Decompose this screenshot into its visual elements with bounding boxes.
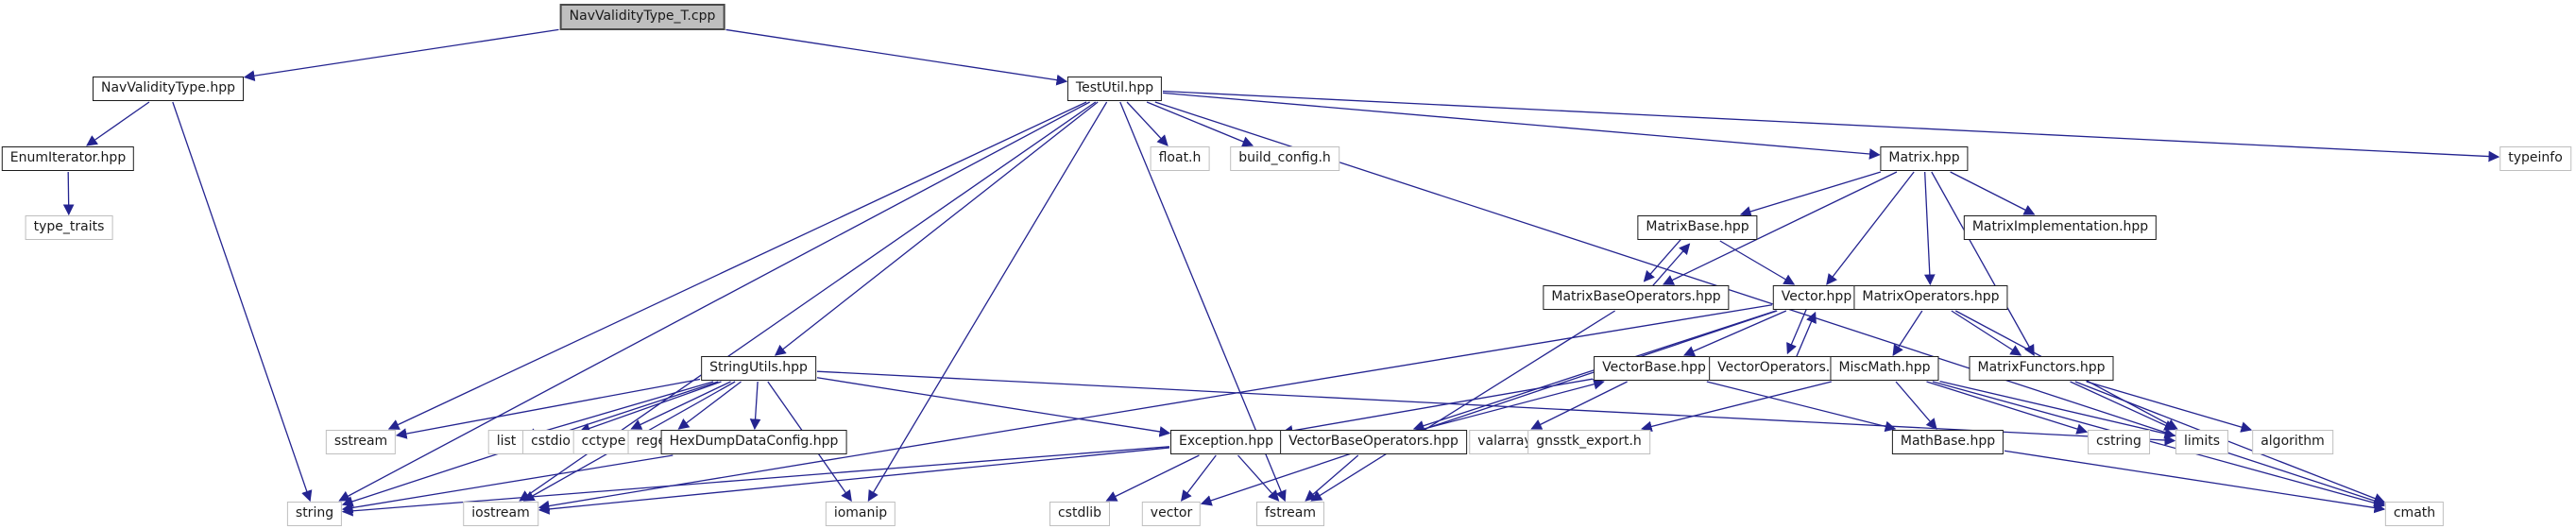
graph-node-stringutils[interactable]: StringUtils.hpp [701, 356, 816, 381]
include-edge-matrixbase-vector_hpp [1719, 240, 1796, 285]
include-edge-stringutils-hexdump [749, 381, 761, 431]
include-edge-testutil-sstream [387, 101, 1087, 430]
include-edge-vectorbaseops-vectorbase [1424, 379, 1605, 430]
include-edge-navvaliditytype-string [172, 101, 313, 503]
graph-node-iostream: iostream [463, 502, 538, 526]
include-edge-matrix-matrixbase [1739, 171, 1882, 217]
graph-node-vectorbaseops[interactable]: VectorBaseOperators.hpp [1280, 430, 1467, 454]
include-edge-matrixfunctors-limits [2070, 381, 2176, 431]
include-edge-stringutils-regexh [677, 381, 742, 430]
graph-node-floath: float.h [1150, 146, 1210, 171]
include-edge-vectorbase-exception [1281, 378, 1594, 436]
include-edge-vectorbaseops-fstream [1305, 454, 1359, 502]
include-edge-matrix-vector_hpp [1826, 171, 1915, 285]
include-edge-exception-iostream [537, 447, 1170, 515]
include-edge-mathbase-cmath [2004, 450, 2386, 514]
graph-node-list: list [487, 430, 525, 454]
include-edge-vector_hpp-vector_std [1200, 310, 1778, 506]
include-edge-exception-vector_std [1180, 454, 1217, 502]
include-edge-testutil-stringutils [774, 101, 1099, 356]
graph-node-gnsstkexport: gnsstk_export.h [1527, 430, 1650, 454]
include-edge-exception-fstream [1237, 454, 1280, 502]
graph-node-matrix[interactable]: Matrix.hpp [1880, 146, 1969, 171]
include-edge-vector_hpp-vectorops [1786, 308, 1808, 355]
include-edge-testutil-typeinfo [1162, 90, 2500, 162]
include-edge-matrix-matrixops [1923, 171, 1936, 286]
graph-node-sstream: sstream [325, 430, 397, 454]
include-edge-testutil-matrix [1162, 92, 1881, 160]
graph-node-matrixops[interactable]: MatrixOperators.hpp [1853, 285, 2008, 310]
graph-node-cstdlib: cstdlib [1049, 502, 1111, 526]
graph-node-matriximpl[interactable]: MatrixImplementation.hpp [1963, 215, 2158, 240]
include-edge-miscmath-cmath [1932, 381, 2386, 509]
include-edge-testutil-iomanip [867, 101, 1108, 503]
include-edge-root-testutil [725, 28, 1068, 86]
include-edge-testutil-buildconfig [1146, 101, 1254, 147]
include-edge-root-navvaliditytype [243, 28, 559, 81]
include-edge-matrix-matriximpl [1950, 171, 2036, 215]
include-edge-stringutils-exception [816, 377, 1171, 437]
include-edge-stringutils-list [524, 381, 714, 439]
graph-node-iomanip: iomanip [825, 502, 896, 526]
include-edge-miscmath-mathbase [1895, 381, 1937, 430]
graph-node-string: string [286, 502, 343, 526]
include-edge-miscmath-limits [1939, 380, 2176, 439]
graph-node-navvaliditytype[interactable]: NavValidityType.hpp [93, 77, 244, 101]
graph-node-mathbase[interactable]: MathBase.hpp [1891, 430, 2005, 454]
graph-node-algorithm: algorithm [2252, 430, 2333, 454]
include-edge-matrixops-matrixfunctors [1951, 310, 2022, 356]
graph-node-testutil[interactable]: TestUtil.hpp [1066, 77, 1163, 101]
graph-node-enumiterator[interactable]: EnumIterator.hpp [1, 146, 135, 171]
include-edge-matrix-matrixbaseops [1662, 171, 1898, 285]
include-edge-stringutils-cstdio [578, 381, 722, 435]
include-edge-exception-cstdlib [1105, 454, 1200, 502]
graph-node-cstring: cstring [2088, 430, 2150, 454]
graph-node-typeinfo: typeinfo [2499, 146, 2571, 171]
graph-node-typetraits: type_traits [25, 215, 113, 240]
include-edge-stringutils-limits [816, 370, 2176, 446]
include-edge-miscmath-cstring [1926, 381, 2089, 435]
include-edge-navvaliditytype-enumiterator [86, 101, 150, 146]
graph-node-matrixfunctors[interactable]: MatrixFunctors.hpp [1969, 356, 2114, 381]
include-edge-vectorops-vector_hpp [1795, 311, 1817, 358]
graph-node-hexdump[interactable]: HexDumpDataConfig.hpp [660, 430, 847, 454]
include-edge-vector_hpp-iostream [537, 304, 1773, 512]
include-edge-matrixops-miscmath [1892, 310, 1923, 356]
include-edge-matrixfunctors-algorithm [2086, 381, 2253, 433]
include-edge-matrixbaseops-matrixbase [1650, 243, 1691, 288]
include-edge-vectorbase-mathbase [1706, 381, 1897, 433]
graph-node-vector_std: vector [1141, 502, 1202, 526]
graph-node-matrixbase[interactable]: MatrixBase.hpp [1637, 215, 1758, 240]
graph-node-root: NavValidityType_T.cpp [559, 4, 725, 30]
include-edge-matrixbaseops-fstream [1310, 310, 1615, 502]
include-edge-matrixbase-matrixbaseops [1643, 237, 1683, 282]
include-edge-testutil-string [338, 101, 1090, 502]
graph-node-cmath: cmath [2384, 502, 2445, 526]
include-edge-matrix-matrixfunctors [1931, 171, 2035, 357]
include-edge-exception-string [341, 446, 1170, 517]
include-edge-stringutils-sstream [395, 378, 701, 439]
include-edge-testutil-floath [1126, 101, 1169, 146]
include-edge-stringutils-cctype [630, 381, 731, 430]
graph-node-miscmath[interactable]: MiscMath.hpp [1830, 356, 1939, 381]
graph-node-matrixbaseops[interactable]: MatrixBaseOperators.hpp [1543, 285, 1730, 310]
graph-node-vector_hpp[interactable]: Vector.hpp [1772, 285, 1861, 310]
include-edge-vector_hpp-vectorbase [1683, 310, 1787, 357]
graph-node-cctype: cctype [572, 430, 635, 454]
graph-node-limits: limits [2175, 430, 2229, 454]
graph-node-exception[interactable]: Exception.hpp [1170, 430, 1282, 454]
include-edge-enumiterator-typetraits [62, 171, 75, 216]
include-edge-hexdump-string [341, 454, 674, 514]
include-edge-vectorbase-valarray [1530, 381, 1628, 430]
graph-node-vectorbase[interactable]: VectorBase.hpp [1594, 356, 1714, 381]
include-edge-miscmath-gnsstkexport [1641, 381, 1832, 433]
graph-node-fstream: fstream [1256, 502, 1324, 526]
graph-node-cstdio: cstdio [522, 430, 579, 454]
graph-node-buildconfig: build_config.h [1230, 146, 1339, 171]
include-edge-matrixfunctors-cmath [2074, 381, 2386, 504]
